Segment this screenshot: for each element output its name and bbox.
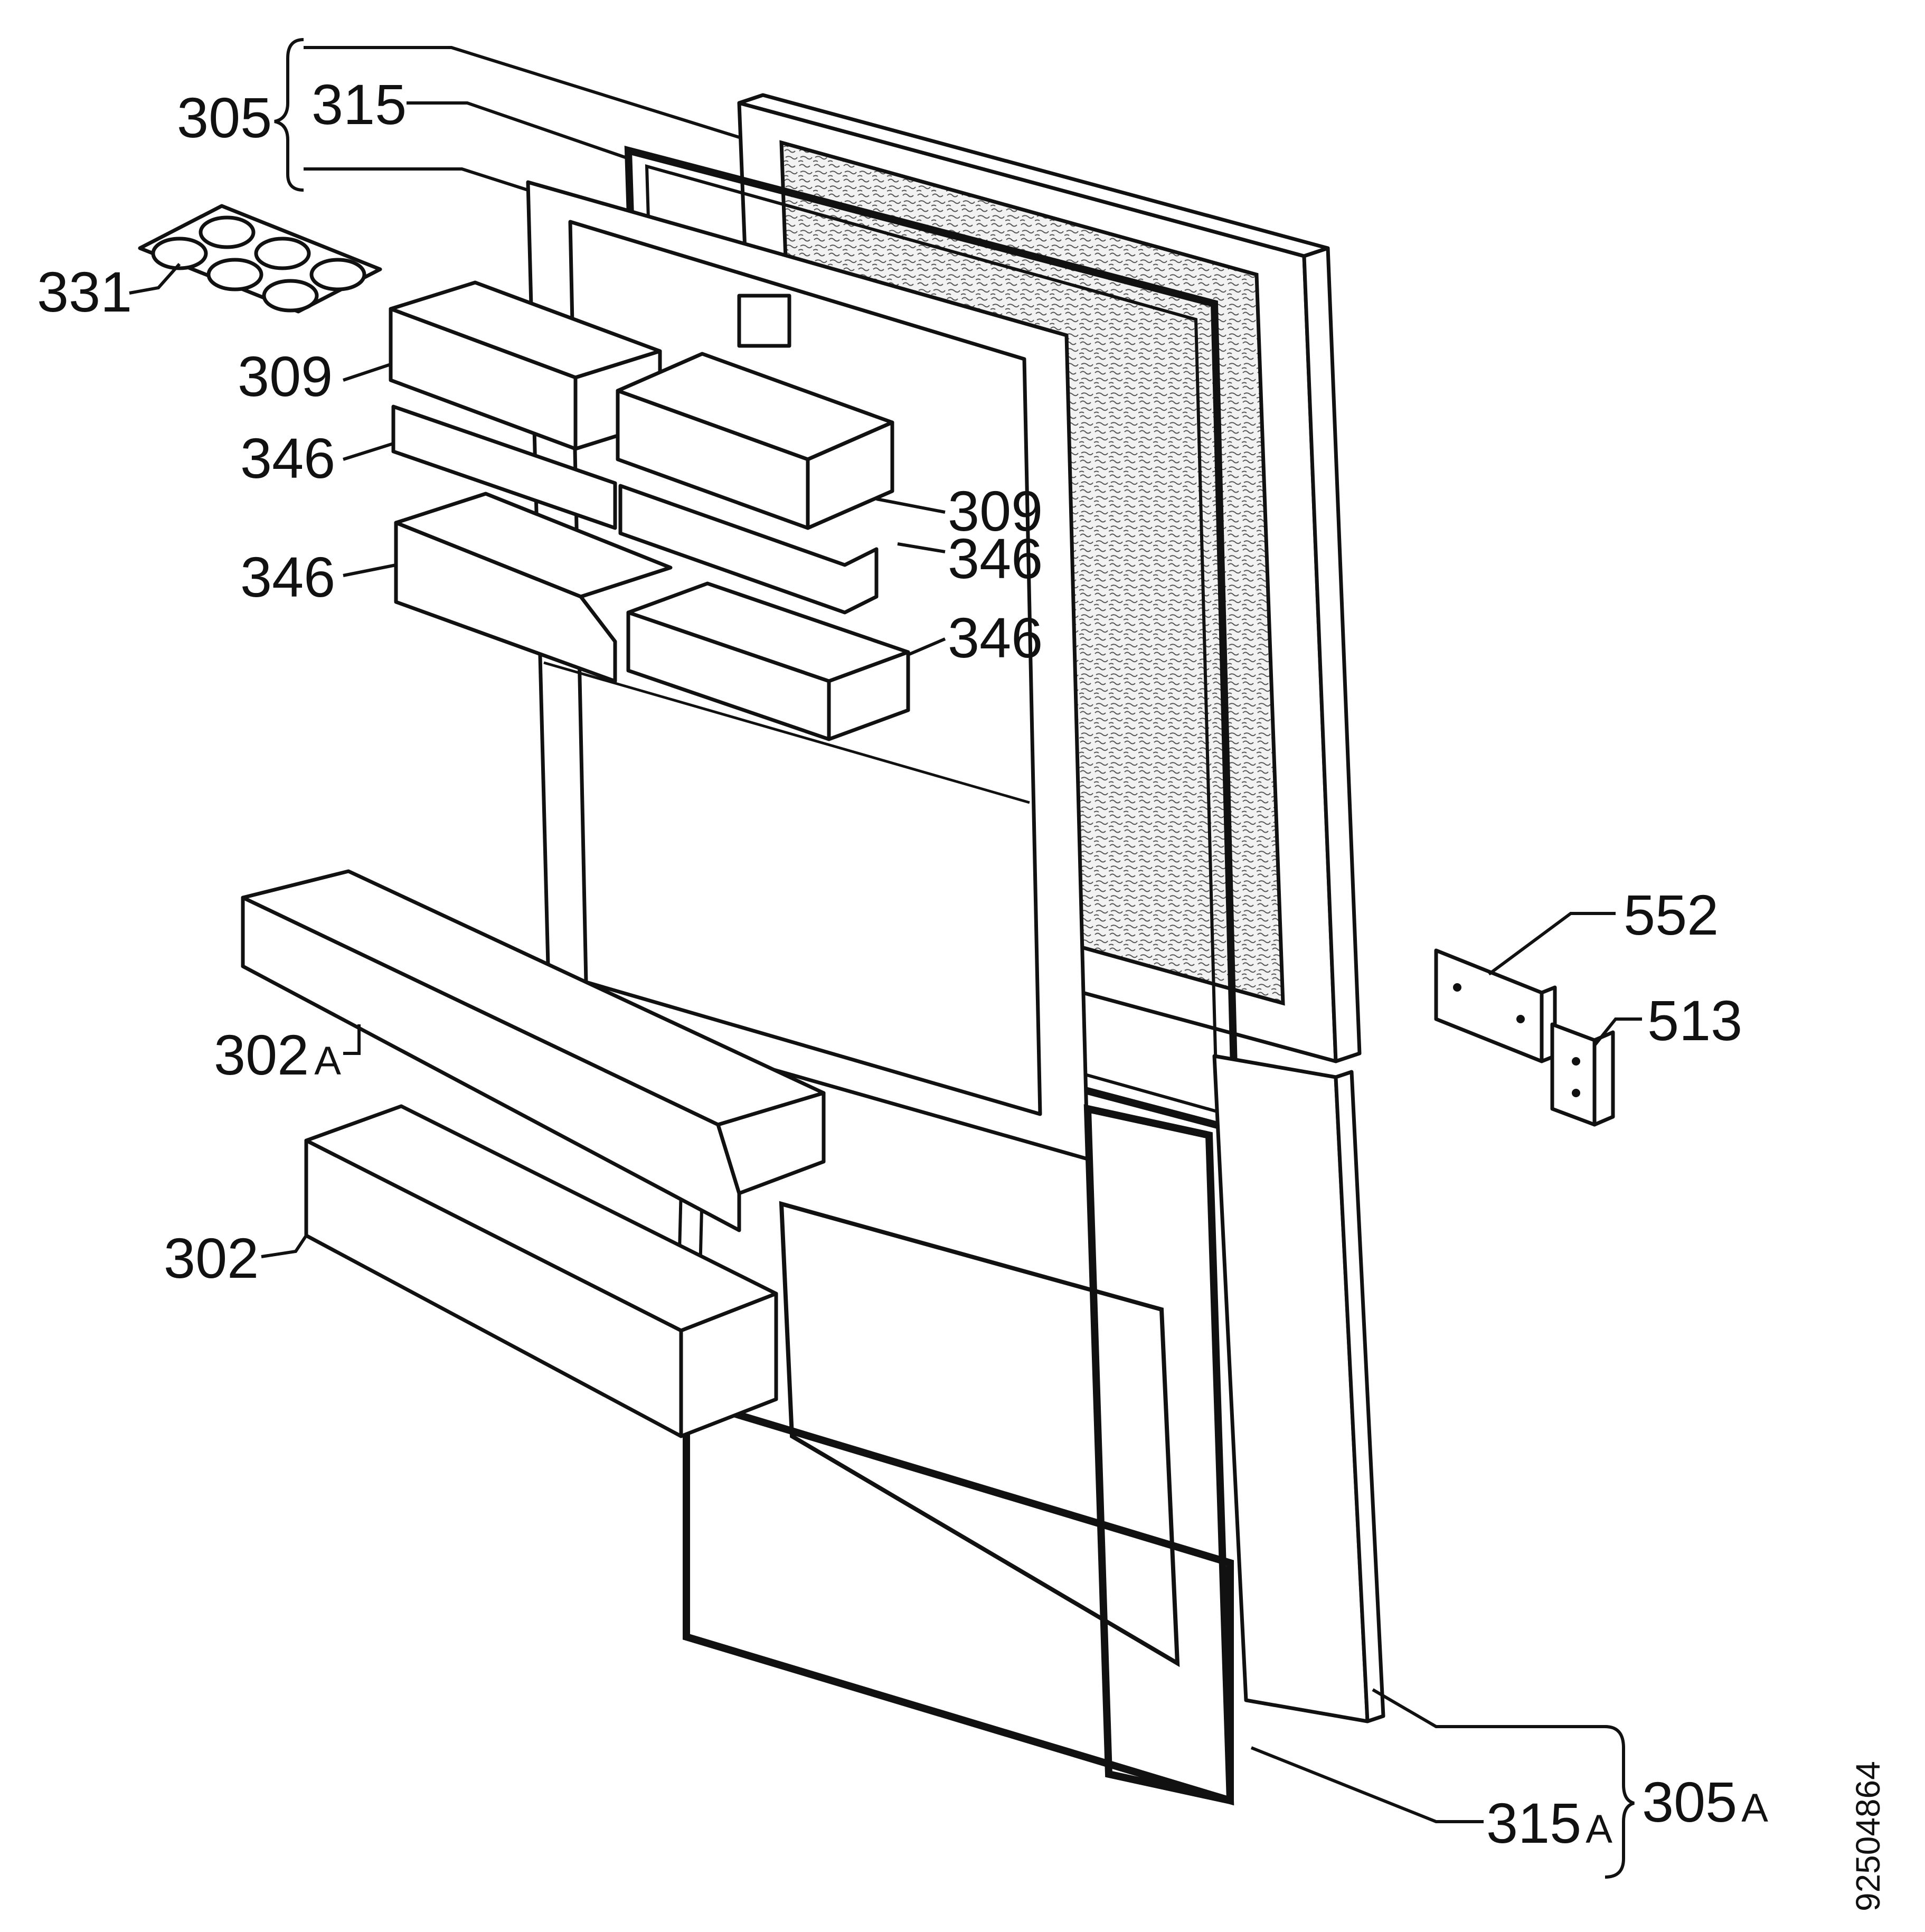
hinge-bracket (1550, 1022, 1615, 1127)
label-346-box-left: 346 (240, 426, 335, 490)
label-513: 513 (1647, 988, 1742, 1052)
label-331: 331 (37, 260, 132, 324)
label-346-tray-left: 346 (240, 545, 335, 609)
label-346-tray-right: 346 (948, 606, 1043, 670)
bottle-shelf-lower (304, 1104, 778, 1438)
upper-assembly-brace (274, 38, 304, 192)
label-302: 302 (164, 1226, 259, 1290)
egg-tray (138, 204, 382, 314)
leader-lines (129, 46, 1642, 1823)
door-tray-right (626, 581, 910, 741)
label-309-right: 309 (948, 479, 1043, 543)
lower-assembly-brace (1605, 1725, 1635, 1879)
hinge-plate (1434, 948, 1557, 1063)
label-309-left: 309 (238, 344, 333, 408)
lower-gasket (683, 1104, 1234, 1806)
box-shelf-left (391, 404, 617, 530)
drawing-number: 92504864 (1849, 1761, 1887, 1911)
label-346-box-right: 346 (948, 526, 1043, 590)
label-305: 305 (177, 86, 272, 149)
lower-door-outer-panel (1212, 1054, 1385, 1723)
bottle-shelf-upper (241, 869, 826, 1232)
butter-box-right (616, 352, 894, 530)
door-tray-left (394, 492, 673, 683)
label-315: 315 (312, 72, 407, 136)
box-shelf-right (618, 484, 879, 615)
label-552: 552 (1624, 883, 1719, 947)
